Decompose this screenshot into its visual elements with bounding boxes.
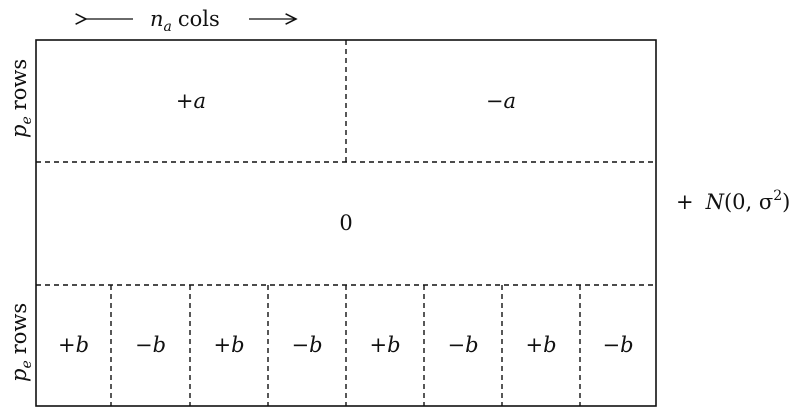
noise-term: +N(0, σ2) xyxy=(676,188,790,214)
side-label-top: perows xyxy=(7,59,35,138)
cell-bottom-6: −b xyxy=(447,333,478,357)
cell-bottom-2: −b xyxy=(135,333,166,357)
bottom-cells: +b −b +b −b +b −b +b −b xyxy=(58,333,634,357)
cell-top-left: +a xyxy=(176,89,206,113)
cell-top-right: −a xyxy=(486,89,516,113)
cell-bottom-8: −b xyxy=(602,333,633,357)
cell-bottom-1: +b xyxy=(58,333,89,357)
cell-bottom-4: −b xyxy=(291,333,322,357)
side-label-bottom: perows xyxy=(7,303,35,382)
cell-bottom-3: +b xyxy=(213,333,244,357)
cell-middle-zero: 0 xyxy=(339,211,352,235)
cell-bottom-7: +b xyxy=(525,333,556,357)
cell-bottom-5: +b xyxy=(369,333,400,357)
